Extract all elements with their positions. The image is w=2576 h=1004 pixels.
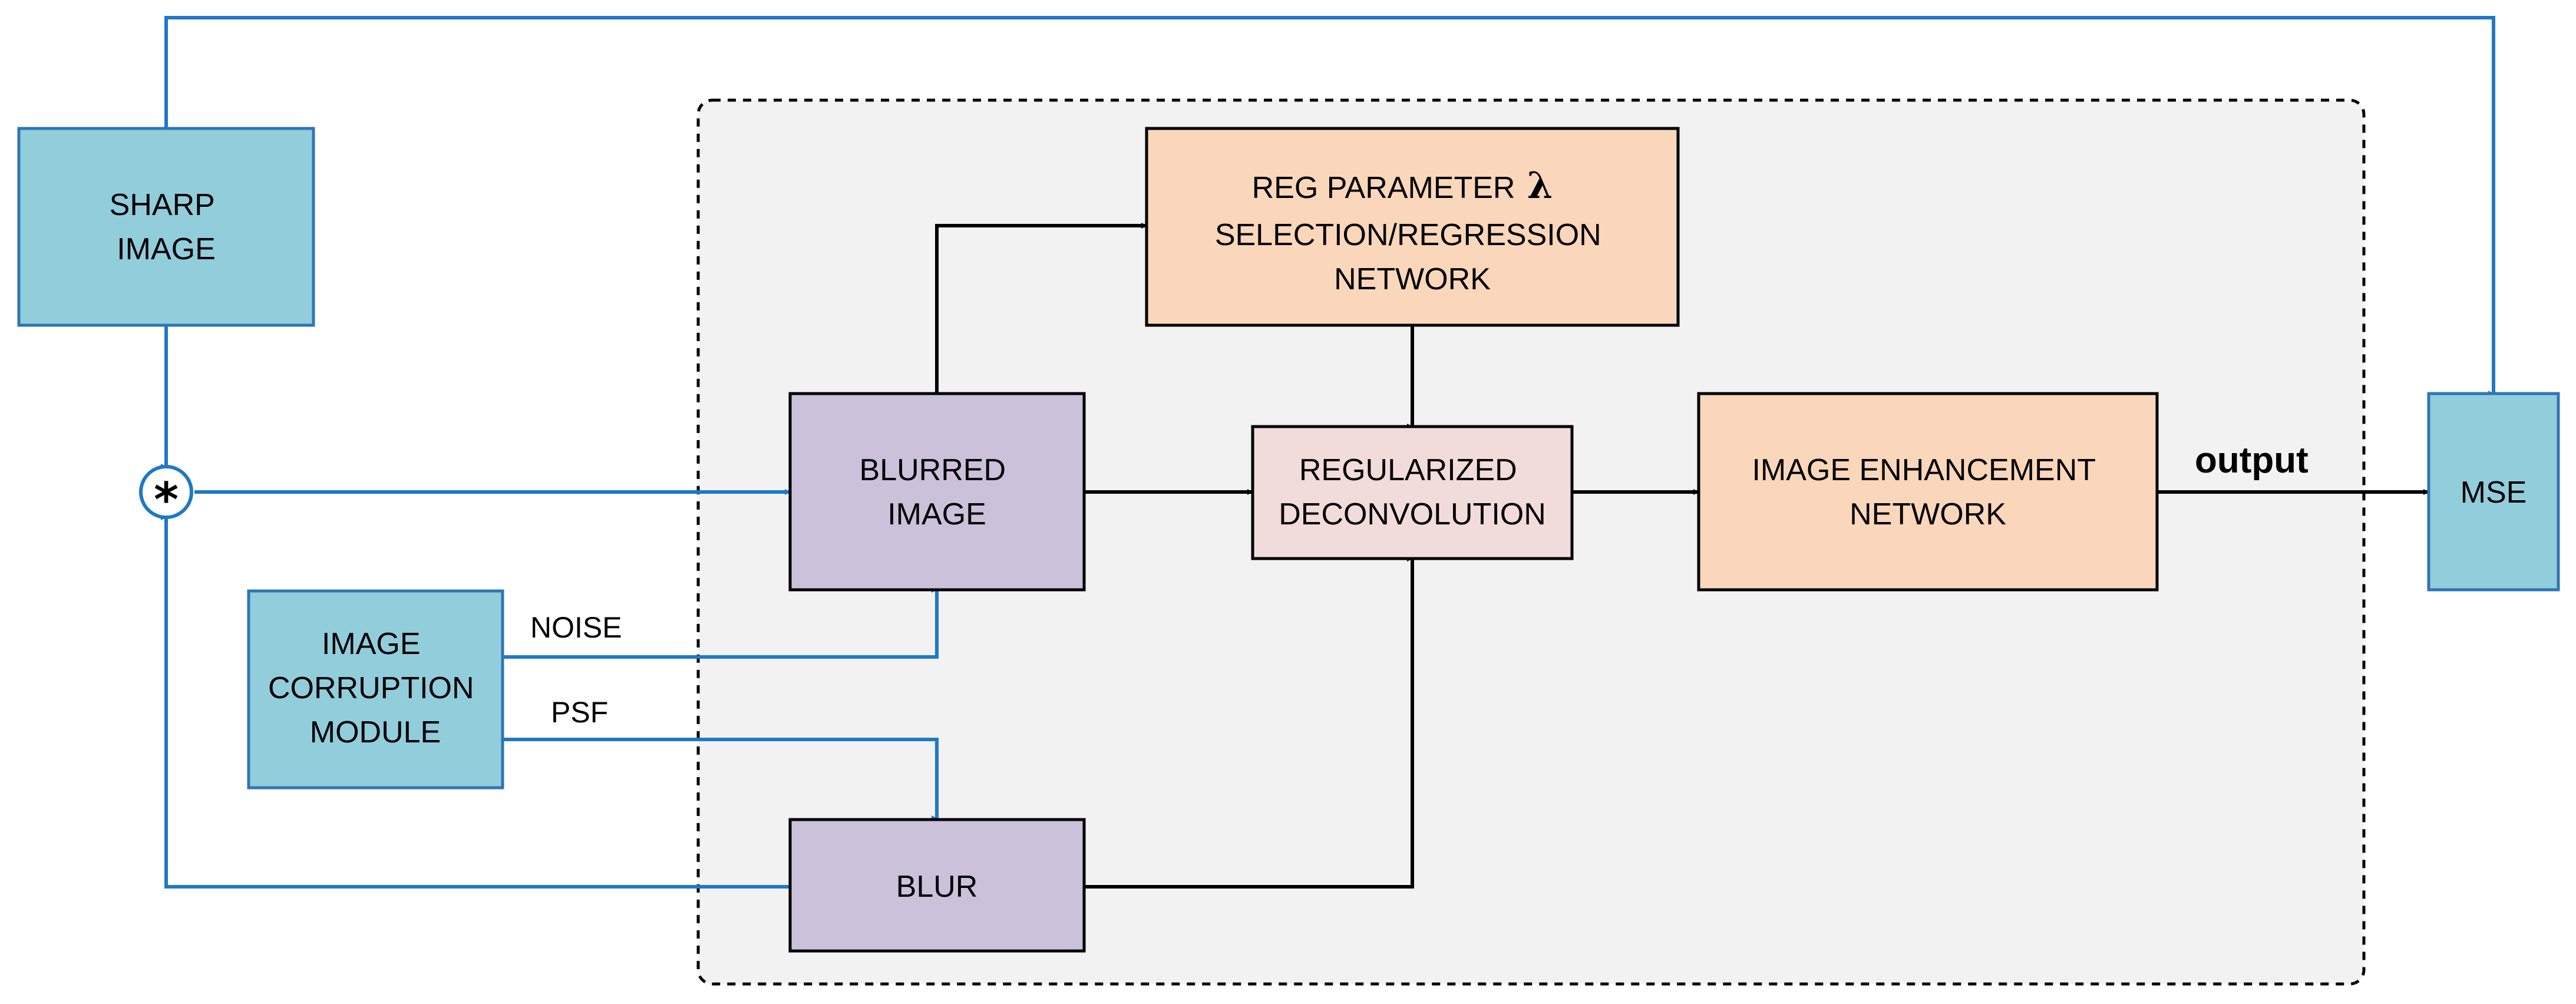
- node-sharp-image: SHARP IMAGE: [17, 127, 315, 327]
- enhancement-line-2: NETWORK: [1850, 497, 2006, 531]
- corruption-module-line-2: CORRUPTION: [268, 671, 474, 705]
- corruption-module-line-1: IMAGE: [322, 627, 421, 661]
- reg-parameter-line-3: NETWORK: [1334, 262, 1491, 296]
- output-label: output: [2195, 440, 2309, 481]
- edge-psf: [503, 738, 939, 821]
- reg-deconv-label: REGULARIZED DECONVOLUTION: [1279, 453, 1546, 531]
- corruption-module-line-3: MODULE: [310, 715, 441, 749]
- lambda-symbol: λ: [1527, 164, 1553, 207]
- reg-parameter-line-2: SELECTION/REGRESSION: [1215, 218, 1601, 252]
- connectors: [161, 16, 2495, 889]
- node-blurred-image: BLURRED IMAGE: [788, 392, 1086, 592]
- reg-parameter-title: REG PARAMETER λ: [1252, 164, 1553, 207]
- node-image-enhancement-network: IMAGE ENHANCEMENT NETWORK: [1697, 392, 2159, 592]
- noise-label: NOISE: [530, 611, 622, 644]
- edge-blur-to-convolution: [161, 514, 790, 889]
- enhancement-box: [1697, 392, 2159, 592]
- edge-blur-to-deconv: [1084, 556, 1414, 889]
- blurred-image-line-2: IMAGE: [887, 497, 986, 531]
- blurred-image-line-1: BLURRED: [860, 453, 1006, 487]
- corruption-module-label: IMAGE CORRUPTION MODULE: [268, 627, 483, 749]
- blur-box: [788, 818, 1086, 953]
- corruption-module-box: [247, 589, 504, 790]
- reg-parameter-box: [1145, 127, 1680, 327]
- mse-box: [2427, 392, 2560, 592]
- edge-blurred-to-regparam: [935, 223, 1147, 394]
- convolution-symbol: *: [154, 473, 179, 527]
- blur-label: BLUR: [896, 870, 978, 904]
- sharp-image-label: SHARP IMAGE: [110, 188, 223, 266]
- blurred-image-box: [788, 392, 1086, 592]
- reg-parameter-subtitle: SELECTION/REGRESSION NETWORK: [1215, 218, 1610, 296]
- edge-noise: [503, 587, 939, 659]
- convolution-circle: [139, 465, 193, 519]
- node-blur: BLUR: [788, 818, 1086, 953]
- node-reg-parameter-network: REG PARAMETER λ SELECTION/REGRESSION NET…: [1145, 127, 1680, 327]
- node-convolution-operator: *: [139, 465, 193, 527]
- sharp-image-box: [17, 127, 315, 327]
- sharp-image-line-1: SHARP: [110, 188, 214, 222]
- node-mse: MSE: [2427, 392, 2560, 592]
- reg-deconv-line-2: DECONVOLUTION: [1279, 497, 1546, 531]
- enhancement-label: IMAGE ENHANCEMENT NETWORK: [1752, 453, 2103, 531]
- psf-label: PSF: [551, 696, 608, 729]
- reg-parameter-line-1: REG PARAMETER: [1252, 171, 1515, 205]
- sharp-image-line-2: IMAGE: [117, 232, 216, 266]
- enhancement-line-1: IMAGE ENHANCEMENT: [1752, 453, 2095, 487]
- mse-label: MSE: [2461, 475, 2527, 510]
- blurred-image-label: BLURRED IMAGE: [860, 453, 1015, 531]
- node-corruption-module: IMAGE CORRUPTION MODULE: [247, 589, 504, 790]
- edge-sharp-to-mse: [164, 16, 2495, 397]
- node-regularized-deconvolution: REGULARIZED DECONVOLUTION: [1251, 425, 1574, 560]
- reg-deconv-box: [1251, 425, 1574, 560]
- reg-deconv-line-1: REGULARIZED: [1299, 453, 1517, 487]
